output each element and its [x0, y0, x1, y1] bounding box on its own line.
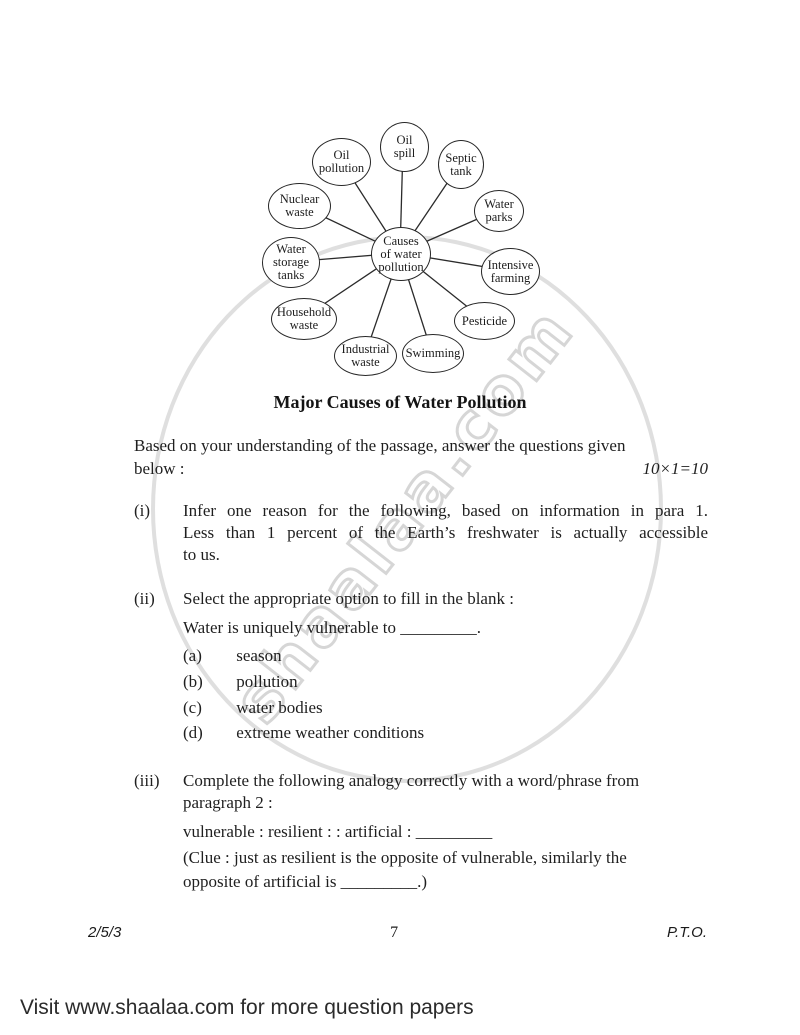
page-number: 7 — [390, 924, 399, 941]
diagram-node-septic-tank: Septic tank — [438, 140, 484, 189]
question-ii-blank-sentence: Water is uniquely vulnerable to ________… — [183, 618, 481, 637]
option-c-row: (c) water bodies — [134, 698, 708, 720]
option-b-text: pollution — [236, 672, 298, 691]
option-b-row: (b) pollution — [134, 672, 708, 694]
question-ii-text: Select the appropriate option to fill in… — [183, 589, 514, 608]
question-iii-analogy-text: vulnerable : resilient : : artificial : … — [183, 822, 493, 841]
question-i-line-2: Less than 1 percent of the Earth’s fresh… — [134, 523, 708, 545]
question-ii-line-1: (ii) Select the appropriate option to fi… — [134, 589, 708, 611]
diagram-node-industrial-waste: Industrial waste — [334, 336, 397, 376]
option-d-text: extreme weather conditions — [236, 723, 425, 742]
question-ii-number: (ii) — [134, 589, 155, 608]
option-a-letter: (a) — [183, 646, 202, 665]
question-iii-text: Complete the following analogy correctly… — [183, 771, 640, 790]
diagram-node-nuclear-waste: Nuclear waste — [268, 183, 331, 229]
diagram-node-household-waste: Household waste — [271, 298, 337, 340]
question-ii-line-2: Water is uniquely vulnerable to ________… — [134, 618, 708, 640]
intro-line-2: below : 10×1=10 — [134, 459, 708, 481]
diagram-node-water-parks: Water parks — [474, 190, 524, 232]
intro-line-1: Based on your understanding of the passa… — [134, 436, 708, 458]
option-c-letter: (c) — [183, 698, 202, 717]
option-a-text: season — [236, 646, 282, 665]
intro-text: Based on your understanding of the passa… — [134, 436, 626, 455]
question-i-text: Infer one reason for the following, base… — [183, 501, 708, 520]
paper-code: 2/5/3 — [88, 924, 122, 941]
diagram-connector-lines — [289, 145, 511, 356]
question-i-text: Less than 1 percent of the Earth’s fresh… — [183, 523, 708, 542]
diagram-node-oil-spill: Oil spill — [380, 122, 429, 172]
diagram-node-intensive-farming: Intensive farming — [481, 248, 540, 295]
question-i-text: to us. — [183, 545, 220, 564]
option-d-letter: (d) — [183, 723, 203, 742]
option-d-row: (d) extreme weather conditions — [134, 723, 708, 745]
question-iii-clue-text: opposite of artificial is _________.) — [183, 872, 428, 891]
diagram-center-node: Causes of water pollution — [371, 227, 431, 281]
site-caption: Visit www.shaalaa.com for more question … — [20, 996, 474, 1019]
question-i-number: (i) — [134, 501, 151, 520]
diagram-caption: Major Causes of Water Pollution — [273, 392, 527, 412]
question-iii-analogy: vulnerable : resilient : : artificial : … — [134, 822, 708, 844]
question-iii-clue-line-2: opposite of artificial is _________.) — [134, 872, 708, 894]
diagram-node-pesticide: Pesticide — [454, 302, 515, 340]
diagram-node-oil-pollution: Oil pollution — [312, 138, 371, 186]
question-iii-line-2: paragraph 2 : — [134, 793, 708, 815]
page-footer: 2/5/3 7 P.T.O. — [88, 924, 707, 944]
diagram-node-swimming: Swimming — [402, 334, 464, 373]
intro-text-below: below : — [134, 459, 185, 478]
question-i-line-3: to us. — [134, 545, 708, 567]
option-a-row: (a) season — [134, 646, 708, 668]
question-iii-line-1: (iii) Complete the following analogy cor… — [134, 771, 708, 793]
marks-label: 10×1=10 — [642, 459, 708, 478]
option-c-text: water bodies — [236, 698, 323, 717]
pto-label: P.T.O. — [666, 924, 707, 941]
question-iii-clue-text: (Clue : just as resilient is the opposit… — [183, 848, 627, 867]
water-pollution-diagram: Oil pollution Oil spill Septic tank Nucl… — [0, 0, 800, 420]
question-iii-text: paragraph 2 : — [183, 793, 273, 812]
question-iii-number: (iii) — [134, 771, 160, 790]
diagram-node-water-storage-tanks: Water storage tanks — [262, 237, 320, 288]
question-i-line-1: (i) Infer one reason for the following, … — [134, 501, 708, 523]
question-iii-clue-line-1: (Clue : just as resilient is the opposit… — [134, 848, 708, 870]
option-b-letter: (b) — [183, 672, 203, 691]
